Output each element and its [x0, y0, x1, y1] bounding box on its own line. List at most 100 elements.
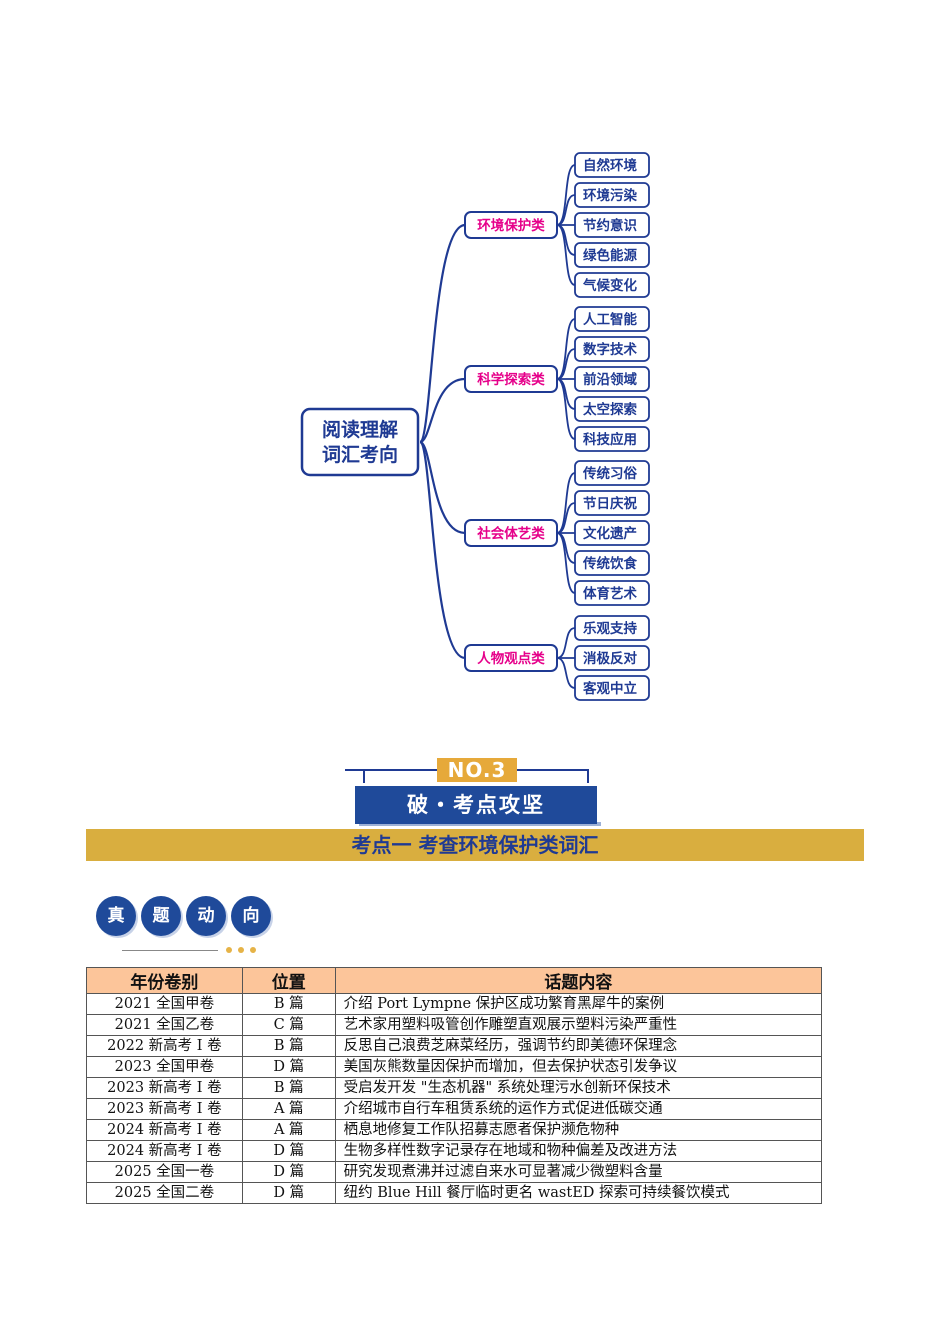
category-node: [464, 519, 558, 547]
leaf-label: 文化遗产: [583, 525, 637, 542]
leaf-node: [574, 306, 650, 332]
header-year: 年份卷别: [86, 967, 243, 994]
leaf-label: 传统习俗: [582, 465, 637, 482]
cell-year: 2021 全国乙卷: [86, 1014, 243, 1036]
category-node: [464, 644, 558, 672]
cell-topic: 栖息地修复工作队招募志愿者保护濒危物种: [334, 1119, 823, 1141]
header-line-left: [345, 769, 437, 771]
cell-position: A 篇: [241, 1098, 336, 1120]
section-banner: 破・考点攻坚: [355, 786, 597, 824]
cell-topic: 艺术家用塑料吸管创作雕塑直观展示塑料污染严重性: [334, 1014, 823, 1036]
category-node: [464, 365, 558, 393]
cell-year: 2025 全国一卷: [86, 1161, 243, 1183]
section-number: NO.3: [437, 758, 517, 782]
leaf-label: 传统饮食: [582, 555, 637, 572]
connector-line: [556, 532, 576, 594]
cell-topic: 介绍城市自行车租赁系统的运作方式促进低碳交通: [334, 1098, 823, 1120]
cell-position: B 篇: [241, 1077, 336, 1099]
root-node: [300, 407, 420, 477]
cell-topic: 反思自己浪费芝麻菜经历，强调节约即美德环保理念: [334, 1035, 823, 1057]
connector-line: [556, 627, 576, 659]
leaf-label: 绿色能源: [583, 247, 637, 264]
connector-line: [556, 224, 576, 286]
zhenti-char-2: 题: [141, 896, 181, 936]
leaf-node: [574, 615, 650, 641]
cell-year: 2024 新高考 I 卷: [86, 1119, 243, 1141]
cell-position: B 篇: [241, 993, 336, 1015]
category-label: 环境保护类: [477, 217, 545, 234]
root-label: 阅读理解: [322, 418, 398, 441]
leaf-node: [574, 426, 650, 452]
leaf-label: 乐观支持: [583, 620, 637, 637]
leaf-node: [574, 272, 650, 298]
cell-year: 2025 全国二卷: [86, 1182, 243, 1204]
dot-icon: [238, 947, 244, 953]
leaf-node: [574, 675, 650, 701]
cell-position: A 篇: [241, 1119, 336, 1141]
cell-year: 2023 全国甲卷: [86, 1056, 243, 1078]
leaf-node: [574, 212, 650, 238]
leaf-label: 客观中立: [582, 680, 637, 697]
leaf-node: [574, 182, 650, 208]
category-node: [464, 211, 558, 239]
leaf-node: [574, 580, 650, 606]
point-title: 考点一 考查环境保护类词汇: [86, 829, 864, 861]
cell-topic: 研究发现煮沸并过滤自来水可显著减少微塑料含量: [334, 1161, 823, 1183]
leaf-node: [574, 490, 650, 516]
zhenti-char-4: 向: [231, 896, 271, 936]
header-tick-left: [363, 769, 365, 783]
category-label: 社会体艺类: [476, 525, 545, 542]
leaf-label: 自然环境: [583, 157, 637, 174]
zhenti-char-1: 真: [96, 896, 136, 936]
dot-icon: [226, 947, 232, 953]
cell-year: 2023 新高考 I 卷: [86, 1098, 243, 1120]
cell-position: D 篇: [241, 1161, 336, 1183]
leaf-label: 消极反对: [583, 650, 637, 667]
header-position: 位置: [241, 967, 336, 994]
leaf-node: [574, 152, 650, 178]
zhenti-header: 真 题 动 向: [96, 896, 296, 960]
cell-position: B 篇: [241, 1035, 336, 1057]
header-line-right: [517, 769, 589, 771]
section-header: NO.3 破・考点攻坚: [345, 758, 605, 828]
leaf-label: 节约意识: [583, 217, 637, 234]
cell-year: 2022 新高考 I 卷: [86, 1035, 243, 1057]
table-header-row: 年份卷别 位置 话题内容: [86, 967, 823, 994]
cell-position: C 篇: [241, 1014, 336, 1036]
leaf-label: 数字技术: [583, 341, 637, 358]
leaf-node: [574, 520, 650, 546]
category-label: 科学探索类: [477, 371, 545, 388]
leaf-label: 气候变化: [582, 277, 637, 294]
leaf-label: 节日庆祝: [583, 495, 637, 512]
leaf-label: 人工智能: [583, 311, 637, 328]
leaf-node: [574, 336, 650, 362]
connector-line: [556, 378, 576, 440]
dot-icon: [250, 947, 256, 953]
cell-topic: 介绍 Port Lympne 保护区成功繁育黑犀牛的案例: [334, 993, 823, 1015]
connector-line: [418, 440, 466, 660]
leaf-node: [574, 550, 650, 576]
leaf-node: [574, 396, 650, 422]
connector-line: [419, 377, 466, 444]
zhenti-char-3: 动: [186, 896, 226, 936]
cell-topic: 美国灰熊数量因保护而增加，但去保护状态引发争议: [334, 1056, 823, 1078]
leaf-node: [574, 366, 650, 392]
connector-line: [419, 440, 466, 535]
zhenti-underline: [122, 950, 218, 951]
leaf-label: 太空探索: [583, 401, 637, 418]
leaf-node: [574, 645, 650, 671]
connector-line: [418, 223, 466, 444]
leaf-node: [574, 242, 650, 268]
mindmap-nodes: 阅读理解词汇考向环境保护类自然环境环境污染节约意识绿色能源气候变化科学探索类人工…: [300, 152, 650, 701]
leaf-label: 前沿领域: [583, 371, 637, 388]
